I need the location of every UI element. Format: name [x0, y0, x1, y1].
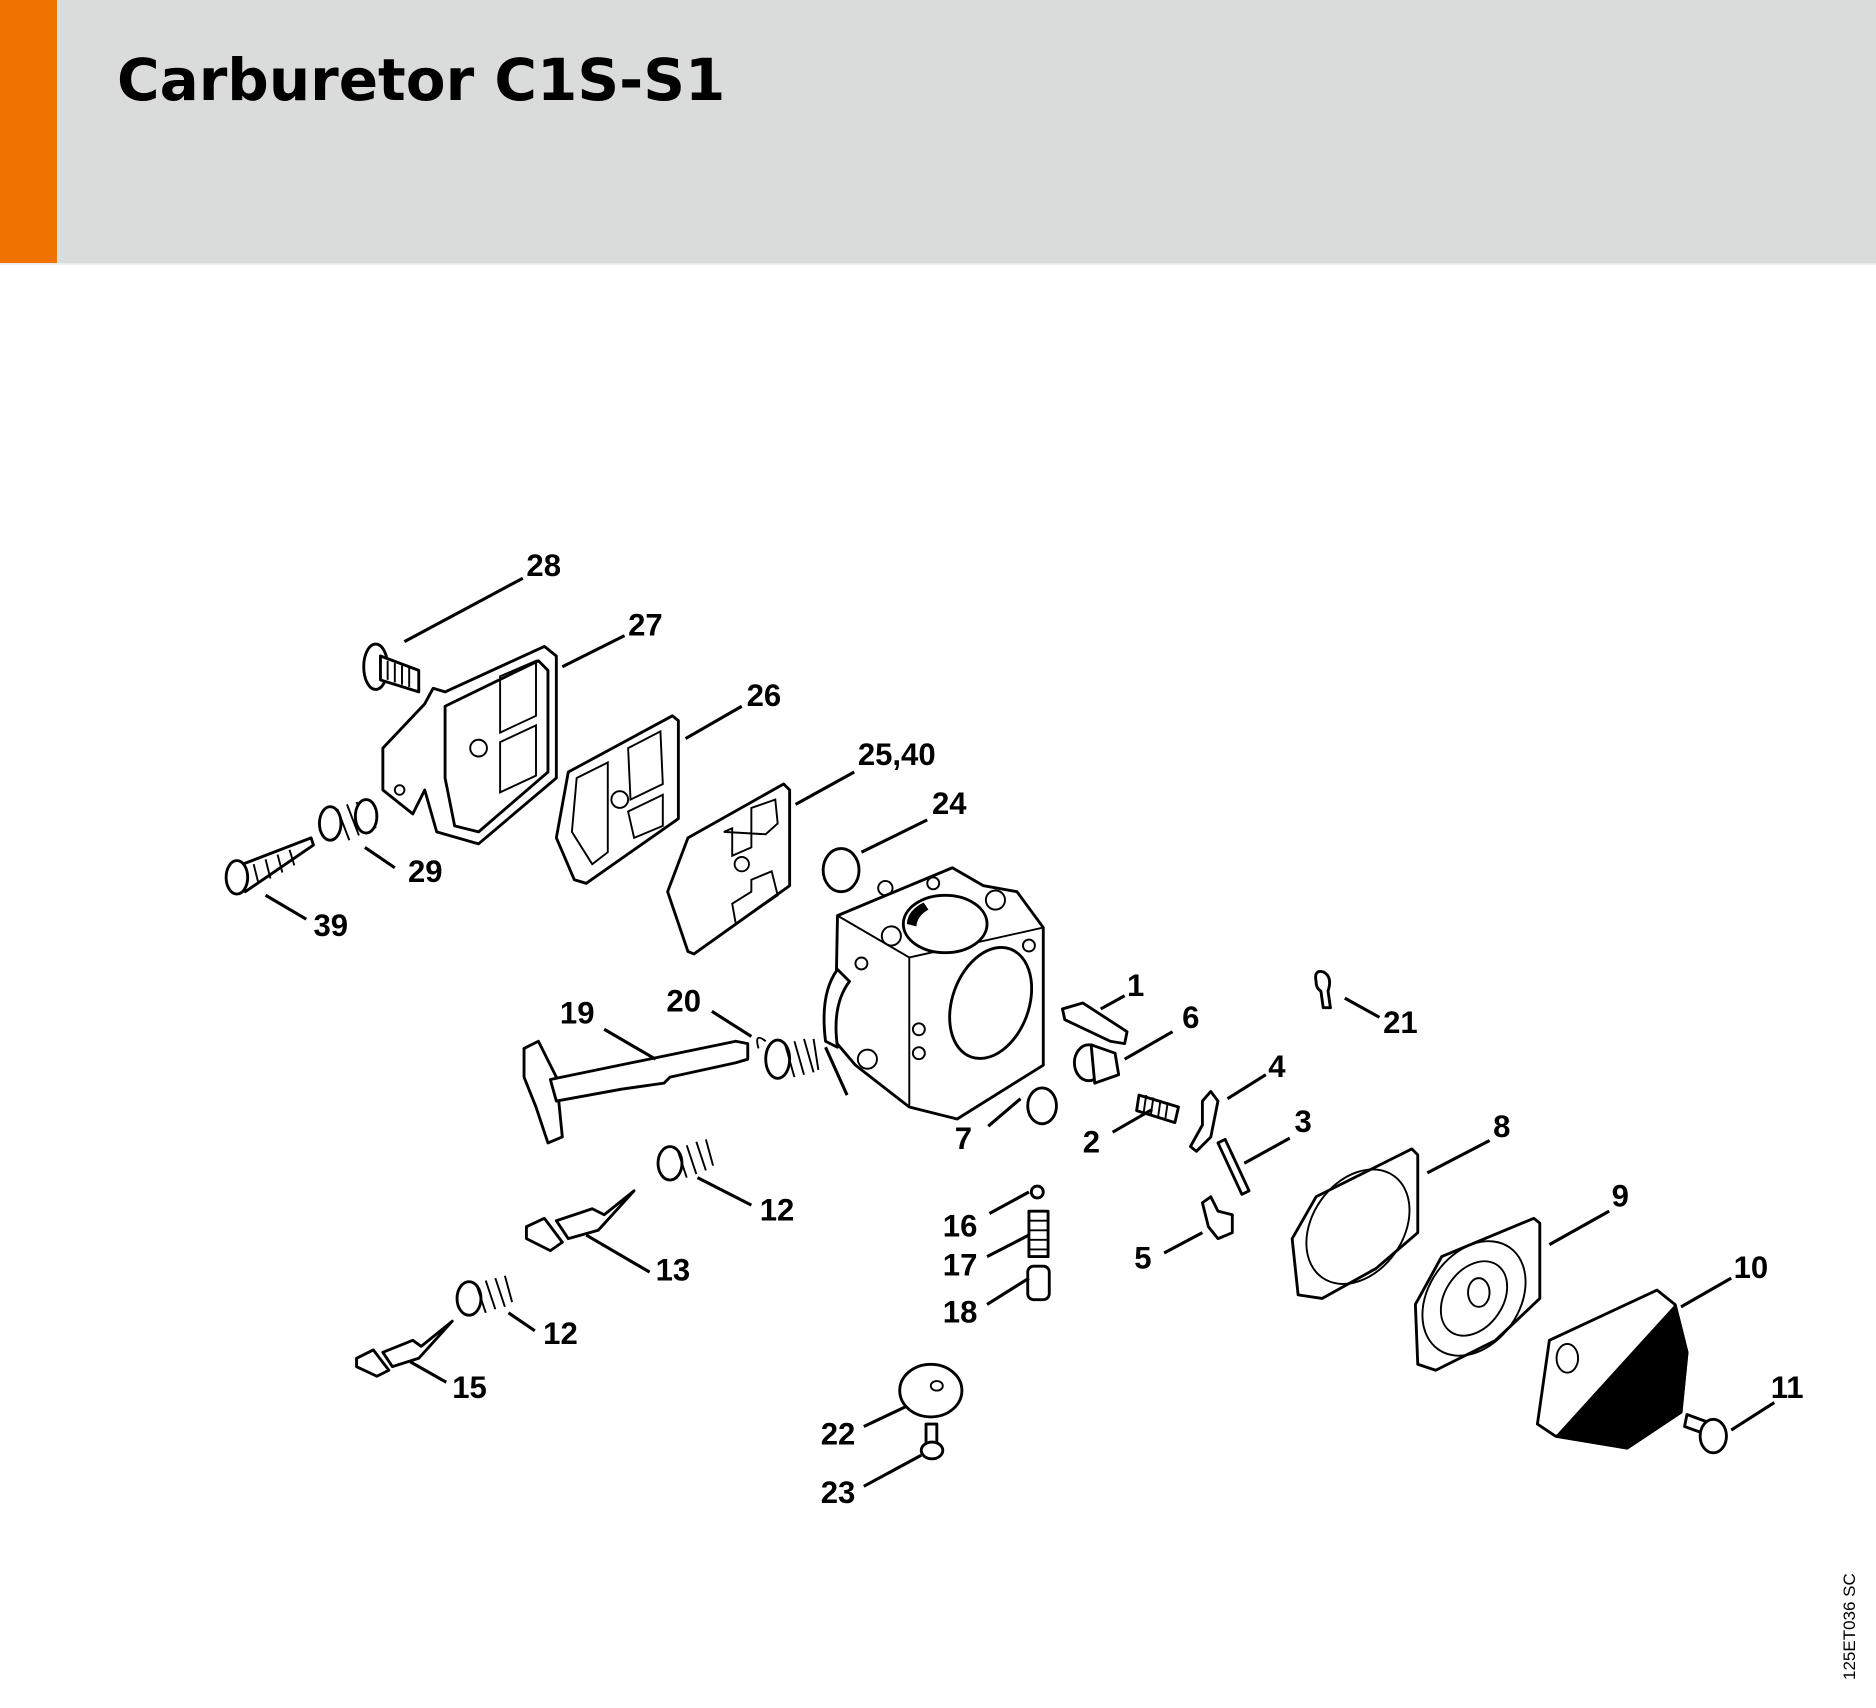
leader-lines — [264, 576, 1776, 1488]
callout-labels: 28 27 26 25,40 24 29 39 1 6 21 19 20 4 3… — [313, 548, 1803, 1510]
callout-29[interactable]: 29 — [408, 854, 443, 889]
part-12-spring-upper[interactable] — [656, 1139, 714, 1182]
part-21-clip[interactable] — [1314, 970, 1332, 1010]
callout-5[interactable]: 5 — [1134, 1241, 1151, 1276]
part-7-o-ring[interactable] — [1026, 1086, 1058, 1126]
callout-8[interactable]: 8 — [1493, 1109, 1510, 1144]
callout-4[interactable]: 4 — [1268, 1049, 1286, 1084]
callout-27[interactable]: 27 — [628, 608, 663, 643]
part-23-screw[interactable] — [919, 1422, 945, 1461]
part-19-throttle-shaft[interactable] — [522, 1039, 750, 1145]
part-11-screw[interactable] — [1683, 1413, 1728, 1455]
callout-24[interactable]: 24 — [932, 786, 967, 821]
part-2-spring[interactable] — [1135, 1093, 1180, 1125]
callout-23[interactable]: 23 — [821, 1475, 856, 1510]
part-39-screw[interactable] — [224, 836, 315, 896]
part-28-screw[interactable] — [362, 642, 421, 694]
part-17-spring[interactable] — [1027, 1209, 1050, 1259]
part-16-ball[interactable] — [1029, 1184, 1045, 1200]
callout-20[interactable]: 20 — [666, 983, 701, 1018]
part-29-spring[interactable] — [318, 798, 379, 842]
callout-13[interactable]: 13 — [656, 1253, 691, 1288]
callout-12-upper[interactable]: 12 — [760, 1193, 795, 1228]
part-20-torsion-spring[interactable] — [756, 1036, 820, 1080]
part-4-inlet-control-lever[interactable] — [1189, 1090, 1220, 1153]
callout-17[interactable]: 17 — [943, 1248, 978, 1283]
callout-1[interactable]: 1 — [1127, 968, 1144, 1003]
callout-39[interactable]: 39 — [313, 908, 348, 943]
part-8-gasket[interactable] — [1285, 1147, 1431, 1304]
callout-12-lower[interactable]: 12 — [543, 1316, 578, 1351]
callout-28[interactable]: 28 — [526, 548, 561, 583]
part-24-screen[interactable] — [821, 847, 861, 894]
callout-26[interactable]: 26 — [747, 678, 782, 713]
part-25-40-pump-diaphragm[interactable] — [666, 782, 792, 956]
callout-16[interactable]: 16 — [943, 1208, 978, 1243]
callout-18[interactable]: 18 — [943, 1294, 978, 1329]
accent-bar — [0, 0, 57, 263]
callout-21[interactable]: 21 — [1383, 1005, 1418, 1040]
callout-10[interactable]: 10 — [1734, 1250, 1769, 1285]
part-1-inlet-needle[interactable] — [1060, 1001, 1129, 1046]
header-band: Carburetor C1S-S1 — [0, 0, 1876, 265]
part-10-end-cover[interactable] — [1535, 1288, 1689, 1450]
part-27-pump-cover[interactable] — [381, 644, 558, 846]
callout-25-40[interactable]: 25,40 — [858, 737, 936, 772]
part-12-spring-lower[interactable] — [455, 1275, 513, 1317]
part-3-spindle[interactable] — [1216, 1137, 1251, 1196]
callout-6[interactable]: 6 — [1182, 1000, 1199, 1035]
callout-22[interactable]: 22 — [821, 1416, 856, 1451]
part-13-adjusting-screw[interactable] — [524, 1189, 636, 1253]
callout-2[interactable]: 2 — [1083, 1125, 1100, 1160]
carburetor-body[interactable] — [822, 866, 1046, 1121]
part-18-plug[interactable] — [1026, 1264, 1051, 1302]
drawing-code: 125ET036 SC — [1840, 1573, 1859, 1680]
callout-3[interactable]: 3 — [1295, 1104, 1312, 1139]
part-22-throttle-shutter[interactable] — [898, 1362, 964, 1419]
callout-9[interactable]: 9 — [1612, 1178, 1629, 1213]
part-5-screw[interactable] — [1200, 1195, 1234, 1241]
part-9-metering-diaphragm[interactable] — [1401, 1216, 1547, 1375]
callout-19[interactable]: 19 — [560, 995, 595, 1030]
part-26-gasket[interactable] — [554, 714, 680, 885]
callout-11[interactable]: 11 — [1771, 1370, 1804, 1405]
callout-15[interactable]: 15 — [452, 1370, 487, 1405]
page-title: Carburetor C1S-S1 — [117, 46, 726, 114]
callout-7[interactable]: 7 — [955, 1121, 972, 1156]
part-15-adjusting-screw[interactable] — [355, 1319, 454, 1378]
part-6-plug[interactable] — [1072, 1043, 1121, 1085]
